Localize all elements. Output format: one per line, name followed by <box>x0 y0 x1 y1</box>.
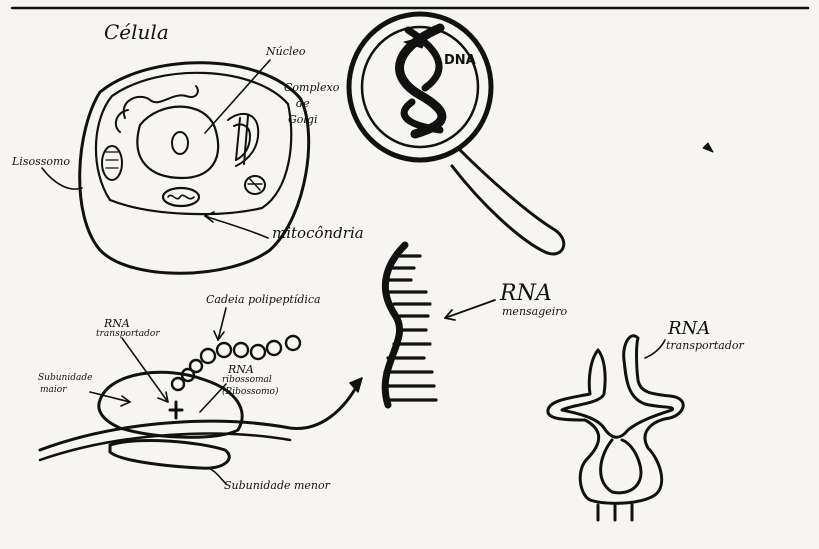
label-complexo: Complexo <box>284 82 339 94</box>
mrna-thread <box>40 380 360 450</box>
cell-illustration <box>42 60 309 273</box>
reticulum-squiggle-2 <box>116 110 128 132</box>
label-nucleo: Núcleo <box>266 46 306 58</box>
ribosome-illustration <box>40 308 362 484</box>
arrow-head <box>350 378 362 392</box>
label-subunidade-maior-1: Subunidade <box>38 374 92 383</box>
trna-cross <box>170 402 182 418</box>
mrna-strand <box>385 245 495 405</box>
title-celula: Célula <box>104 22 169 43</box>
mitochondria-pointer <box>205 216 268 238</box>
label-mitocondria: mitocôndria <box>272 226 364 242</box>
mrna-label-pointer <box>445 300 495 318</box>
magnifier-handle <box>452 150 564 254</box>
label-rna-transportador-title: RNA <box>668 320 710 339</box>
label-subunidade-menor: Subunidade menor <box>224 480 330 492</box>
trna-outline <box>548 336 683 504</box>
nucleus <box>137 107 218 178</box>
label-transportador-small: transportador <box>96 330 160 339</box>
label-rna-small: RNA <box>104 318 130 330</box>
label-lisossomo: Lisossomo <box>12 156 70 168</box>
nucleolus <box>172 132 188 154</box>
label-rna-ribossomal: RNA <box>228 364 254 376</box>
magnifying-glass <box>349 14 564 254</box>
label-de: de <box>296 98 310 110</box>
label-dna: DNA <box>444 54 476 68</box>
label-ribossomo: (Ribossomo) <box>222 388 278 397</box>
label-mensageiro: mensageiro <box>502 306 567 318</box>
golgi-apparatus <box>228 114 258 166</box>
small-subunit <box>110 441 229 469</box>
trna-structure <box>548 336 683 520</box>
cell-inner-outline <box>96 73 291 214</box>
nucleus-pointer <box>205 60 270 133</box>
trna-small-pointer <box>122 338 168 402</box>
pen-mark <box>703 143 713 152</box>
reticulum-squiggle <box>124 86 198 118</box>
lysosome-pointer <box>42 168 82 189</box>
lysosome-organelle <box>102 146 122 180</box>
trna-label-pointer <box>645 340 665 358</box>
label-ribossomal: ribossomal <box>222 376 272 385</box>
label-golgi: Golgi <box>288 114 318 126</box>
label-cadeia-polipeptidica: Cadeia polipeptídica <box>206 294 321 306</box>
trna-inner-loop <box>601 440 641 493</box>
label-transportador: transportador <box>666 340 744 352</box>
dna-helix-icon <box>400 28 442 134</box>
label-rna-mensageiro-title: RNA <box>500 282 552 305</box>
label-subunidade-maior-2: maior <box>40 386 67 395</box>
